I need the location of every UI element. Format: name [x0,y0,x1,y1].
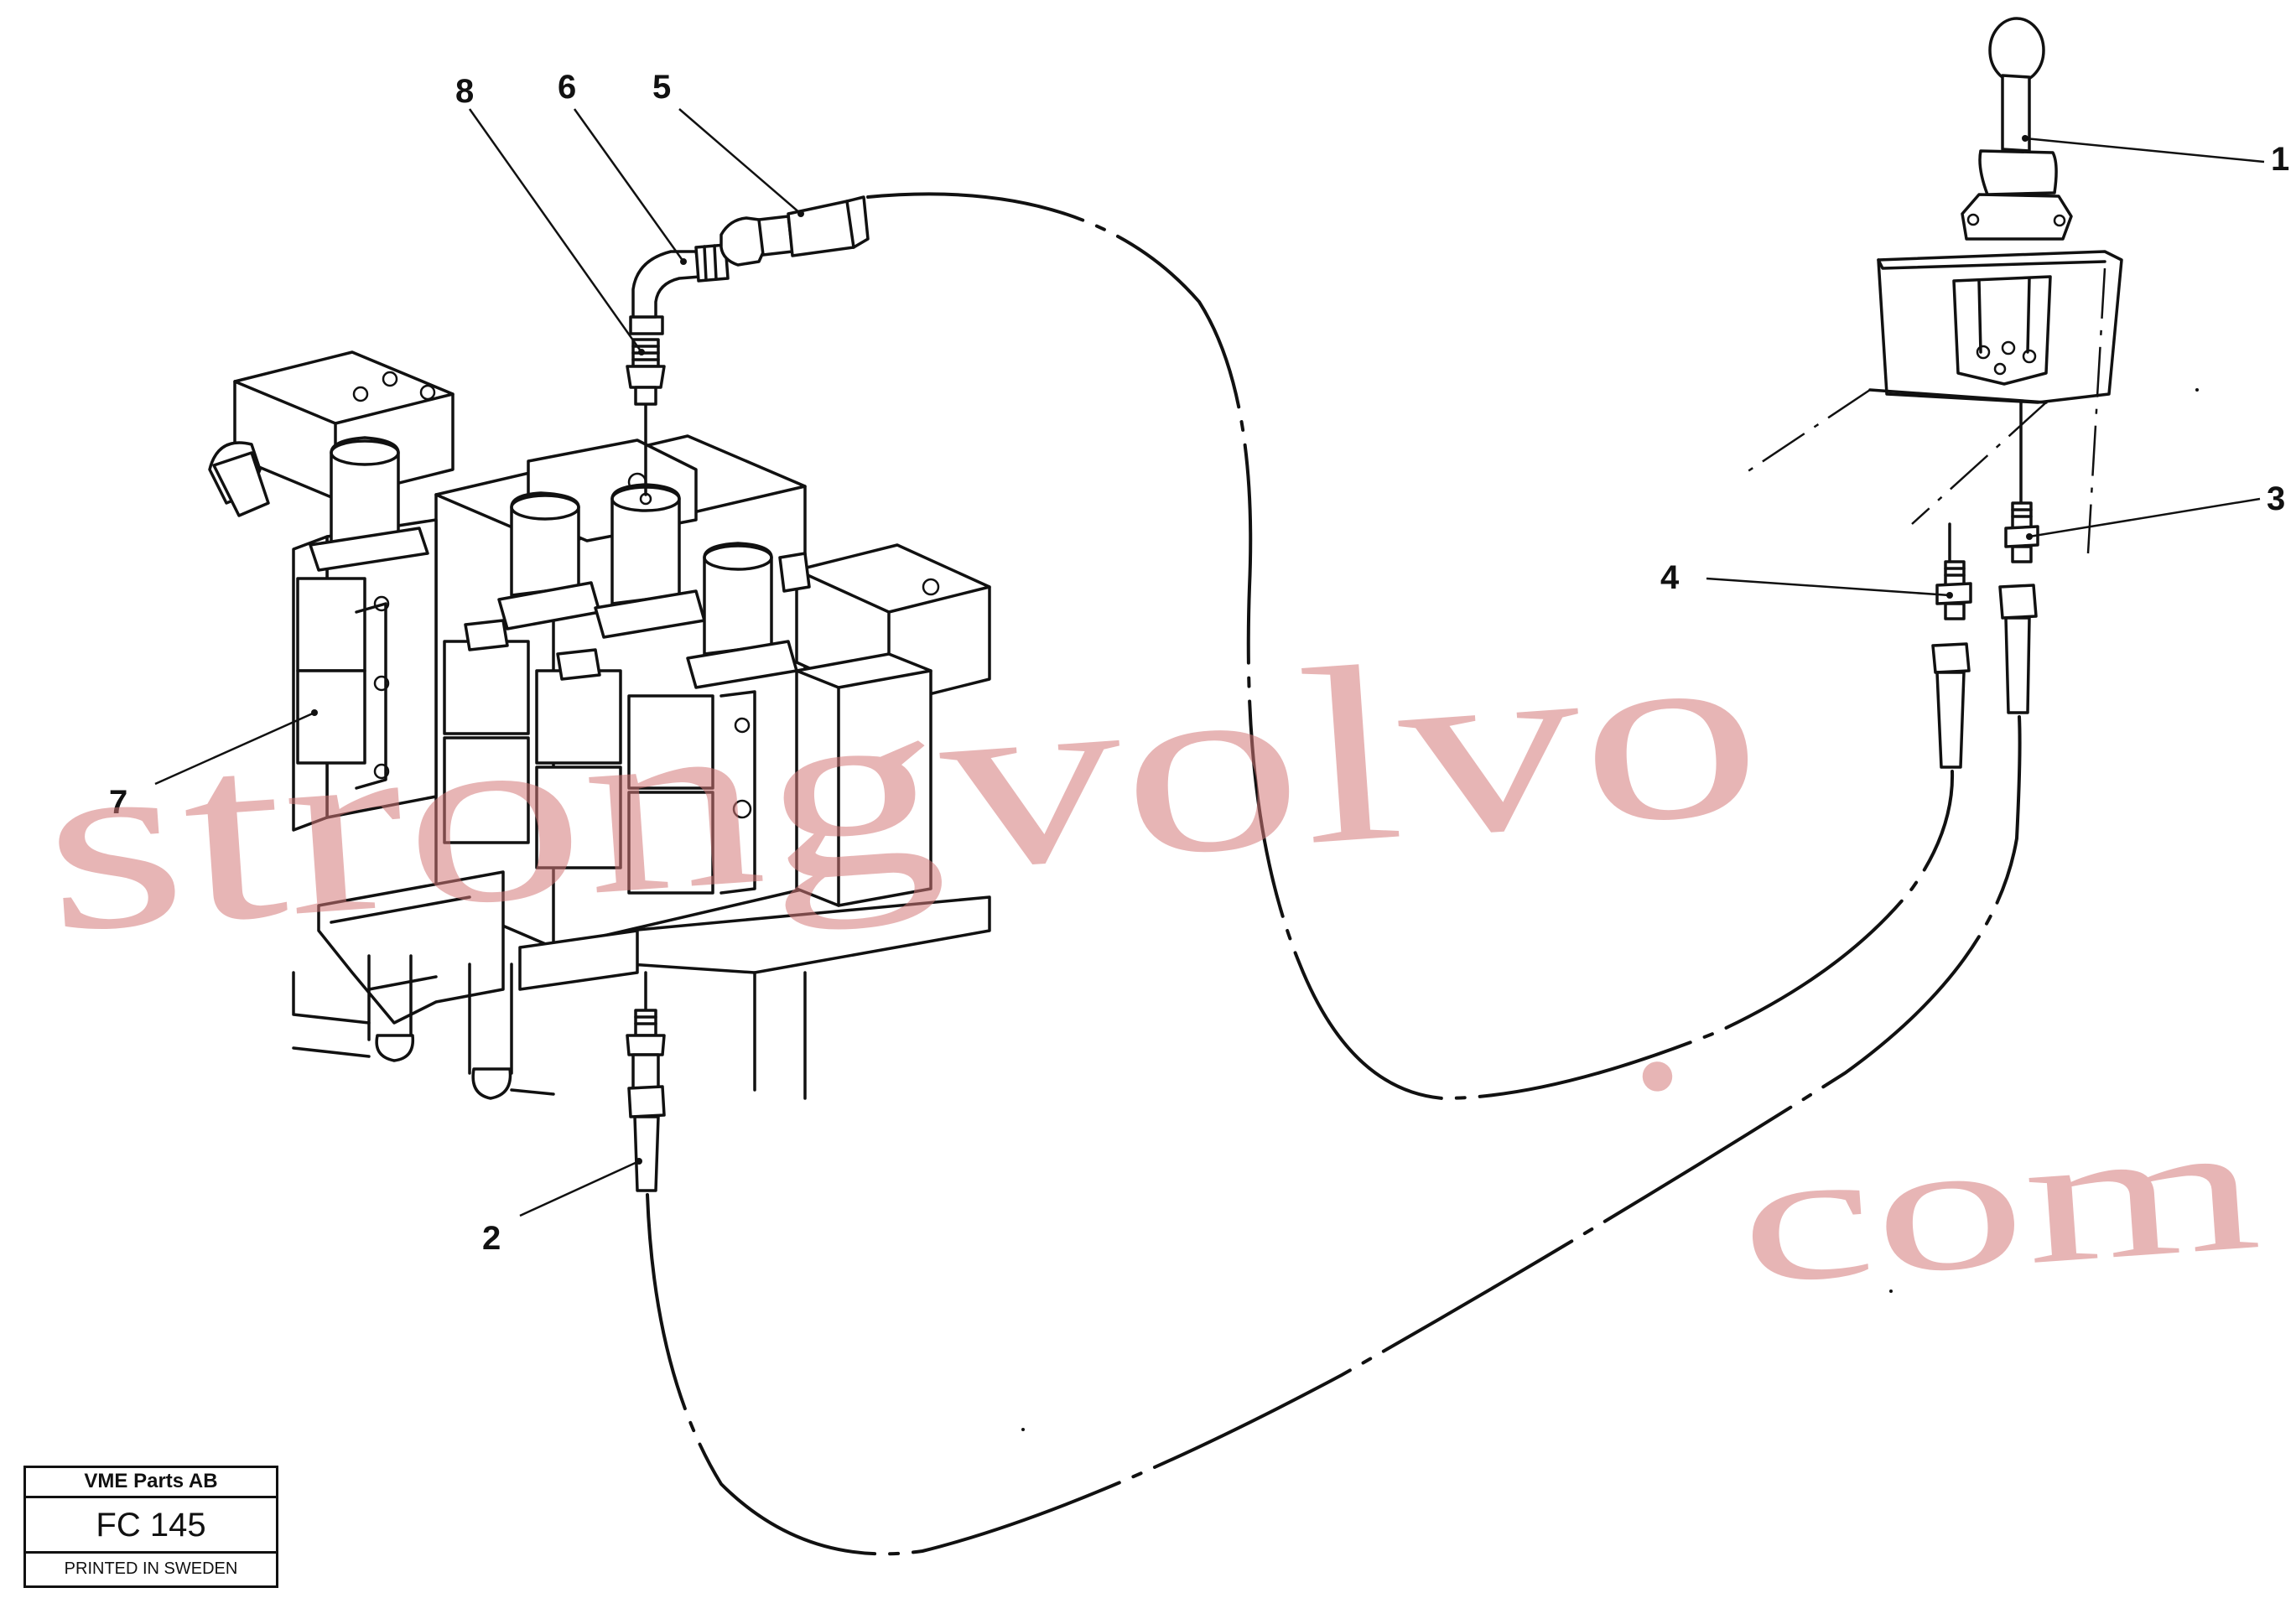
watermark-dot: . [1611,862,1693,1144]
title-block: VME Parts AB FC 145 PRINTED IN SWEDEN [23,1466,278,1588]
callout-2: 2 [482,1220,501,1257]
joystick-control-lever [1743,17,2123,554]
title-block-company: VME Parts AB [26,1468,276,1498]
lower-fitting [626,971,666,1192]
scan-specks [1021,388,2199,1431]
title-block-printed: PRINTED IN SWEDEN [64,1559,238,1578]
callout-6: 6 [558,69,576,106]
callout-4: 4 [1660,559,1680,596]
title-block-code: FC 145 [26,1498,276,1554]
callout-8: 8 [455,73,474,110]
hydraulic-hoses [646,192,2022,1556]
callout-3: 3 [2267,480,2285,517]
callout-7: 7 [109,784,127,821]
watermark-tld: com [1732,1082,2266,1323]
callout-1: 1 [2271,141,2289,178]
top-fittings [626,195,870,496]
valve-block-assembly [208,350,991,1100]
callout-5: 5 [652,69,671,106]
leader-lines [154,108,2265,1217]
joystick-fittings [1931,401,2039,769]
